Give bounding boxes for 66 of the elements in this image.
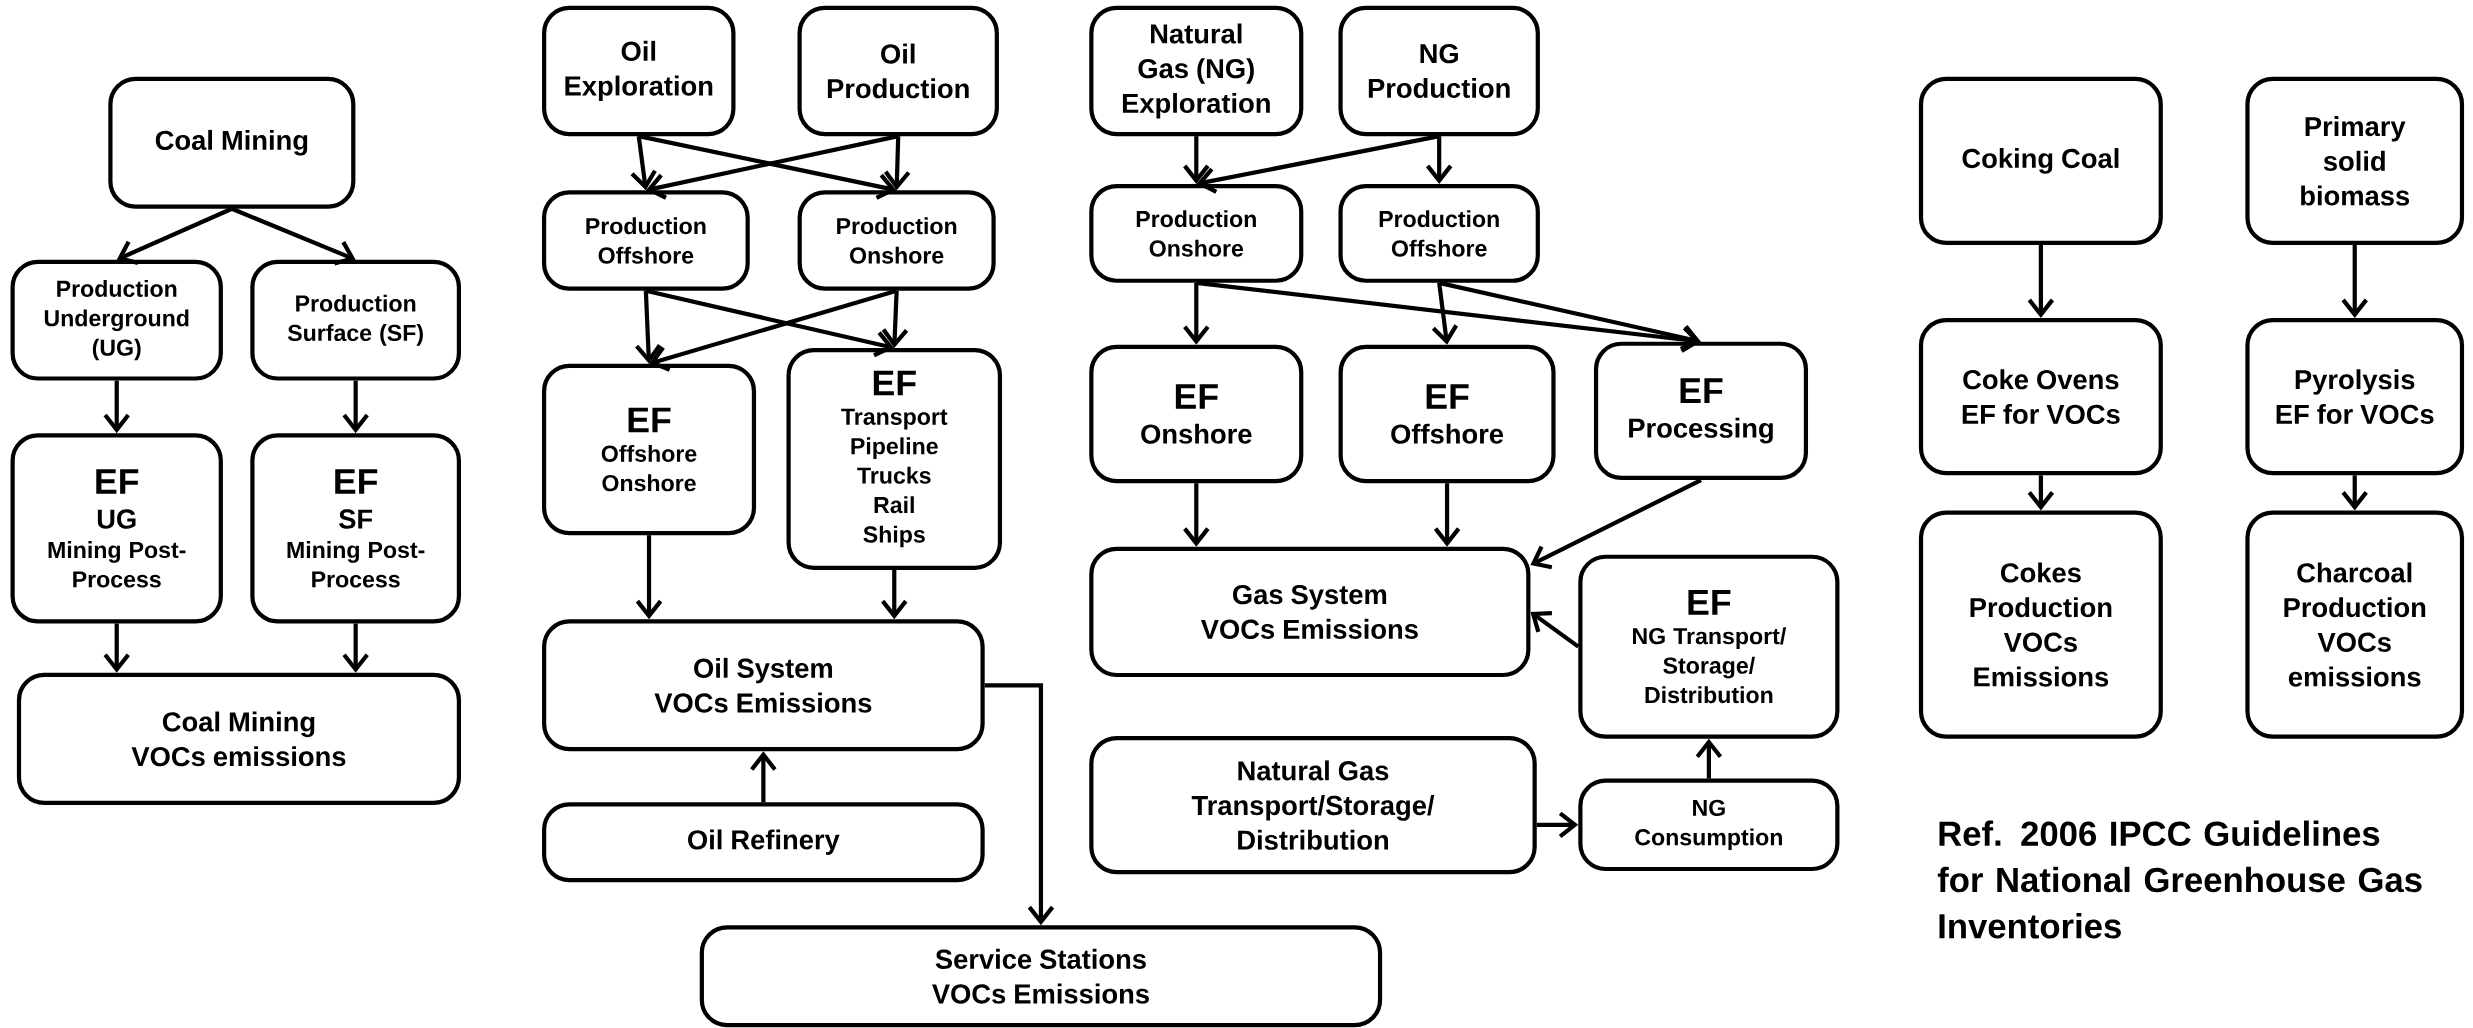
arrow — [635, 535, 663, 620]
arrow — [2341, 475, 2368, 511]
process-box: Primary solid biomass — [2245, 76, 2465, 245]
process-box: Coal Mining — [108, 76, 356, 209]
arrow — [1196, 133, 1440, 194]
arrow — [2341, 244, 2368, 318]
arrow — [1183, 483, 1210, 547]
arrow — [1196, 280, 1701, 353]
process-box: Coal Mining VOCs emissions — [16, 672, 462, 805]
arrow — [1183, 136, 1210, 184]
arrow — [116, 206, 233, 265]
arrow — [1425, 136, 1453, 184]
process-box: EF Processing — [1593, 341, 1809, 480]
arrow — [1433, 483, 1461, 547]
arrow — [883, 135, 911, 191]
arrow — [103, 380, 130, 434]
process-box: Production Offshore — [1338, 183, 1540, 283]
process-box: EF UG Mining Post-Process — [10, 433, 223, 624]
process-box: Oil Production — [797, 5, 999, 136]
arrow — [1530, 610, 1580, 649]
process-box: Coking Coal — [1918, 76, 2163, 245]
process-box: EF Transport Pipeline Trucks Rail Ships — [786, 347, 1003, 570]
process-box: Pyrolysis EF for VOCs — [2245, 317, 2465, 476]
arrow — [231, 206, 356, 266]
process-box: Charcoal Production VOCs emissions — [2245, 510, 2465, 739]
process-box: Service Stations VOCs Emissions — [699, 925, 1383, 1028]
arrow — [750, 751, 777, 803]
process-box: EF NG Transport/ Storage/ Distribution — [1578, 554, 1840, 739]
arrow — [630, 135, 657, 191]
arrow — [1438, 280, 1701, 351]
process-box: EF Onshore — [1089, 344, 1304, 484]
arrow — [1695, 738, 1723, 779]
process-box: Production Onshore — [797, 190, 996, 291]
process-box: Cokes Production VOCs Emissions — [1918, 510, 2163, 739]
arrow — [342, 623, 369, 673]
arrow — [645, 288, 895, 357]
process-box: Natural Gas (NG) Exploration — [1089, 5, 1304, 136]
arrow — [649, 288, 898, 372]
process-box: Production Offshore — [541, 190, 750, 291]
process-box: NG Consumption — [1578, 778, 1840, 871]
process-box: Natural Gas Transport/Storage/ Distribution — [1089, 735, 1537, 875]
process-box: NG Production — [1338, 5, 1540, 136]
arrow — [2027, 244, 2055, 318]
process-box: Gas System VOCs Emissions — [1089, 546, 1531, 677]
arrow — [1431, 282, 1459, 345]
process-box: EF Offshore — [1338, 344, 1556, 484]
process-box: Oil Refinery — [542, 802, 985, 882]
process-box: EF SF Mining Post-Process — [250, 433, 462, 624]
arrow — [342, 380, 369, 434]
process-box: Production Onshore — [1089, 183, 1304, 283]
arrow — [881, 290, 909, 348]
arrow — [1183, 282, 1210, 345]
reference-note: Ref. 2006 IPCC Guidelines for National Greenhouse Gas Inventories — [1937, 820, 2422, 939]
arrow — [103, 623, 130, 673]
arrow — [1536, 811, 1579, 838]
arrow — [2027, 475, 2055, 511]
process-box: Production Underground (UG) — [10, 259, 223, 381]
arrow — [635, 290, 662, 364]
process-box: Oil System VOCs Emissions — [542, 619, 985, 752]
process-box: Coke Ovens EF for VOCs — [1918, 317, 2163, 476]
process-box: Oil Exploration — [542, 5, 736, 136]
arrow — [881, 569, 908, 620]
process-box: EF Offshore Onshore — [541, 363, 757, 536]
arrow — [984, 683, 1055, 926]
arrow — [1530, 478, 1702, 570]
process-box: Production Surface (SF) — [250, 259, 462, 381]
